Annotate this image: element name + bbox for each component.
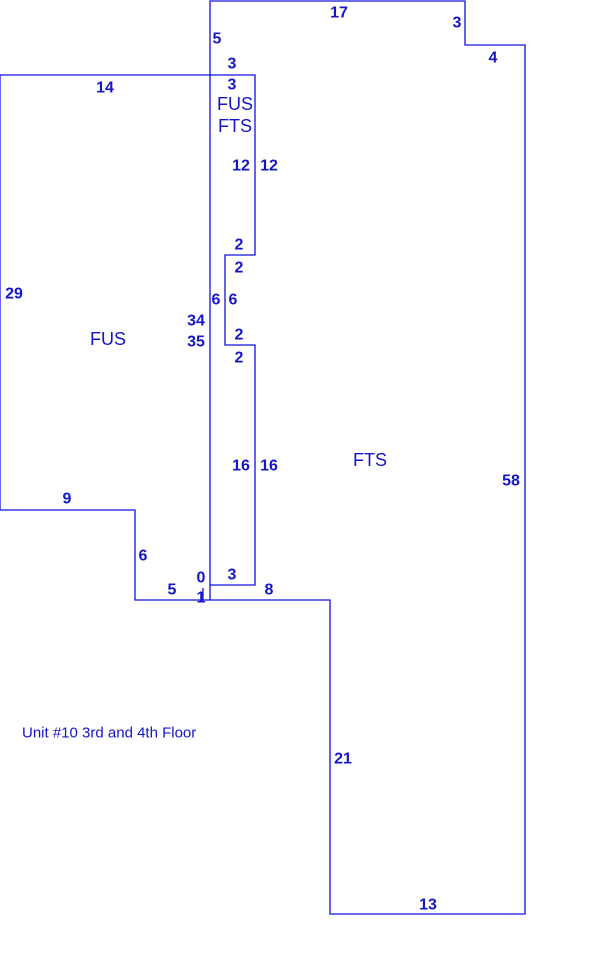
dim-label: 2 <box>235 327 244 344</box>
area-label-fus-strip: FUS <box>217 94 253 114</box>
fus-outline <box>0 74 210 601</box>
dim-label: 14 <box>96 80 114 97</box>
dim-label: 6 <box>212 292 221 309</box>
dim-label: 5 <box>213 31 222 48</box>
dim-label: 13 <box>419 897 437 914</box>
dim-label: 0 <box>197 570 206 587</box>
dim-label: 2 <box>235 260 244 277</box>
dim-label: 2 <box>235 350 244 367</box>
dim-label: 34 <box>187 313 205 330</box>
dim-label: 12 <box>260 158 278 175</box>
strip-outline <box>210 74 256 586</box>
sketch-title: Unit #10 3rd and 4th Floor <box>22 725 196 742</box>
dim-label: 1 <box>197 590 206 607</box>
dim-label: 6 <box>139 548 148 565</box>
dim-label: 5 <box>168 582 177 599</box>
area-label-fts-strip: FTS <box>218 116 252 136</box>
dim-label: 29 <box>5 286 23 303</box>
dim-label: 9 <box>63 491 72 508</box>
dim-label: 3 <box>228 77 237 94</box>
dim-label: 2 <box>235 237 244 254</box>
dim-label: 17 <box>330 5 348 22</box>
area-label-fts: FTS <box>353 450 387 470</box>
dim-label: 3 <box>228 567 237 584</box>
fts-outline <box>209 0 526 915</box>
dim-label: 3 <box>228 56 237 73</box>
area-label-fus: FUS <box>90 329 126 349</box>
dim-label: 16 <box>232 458 250 475</box>
dim-label: 8 <box>265 582 274 599</box>
dim-label: 16 <box>260 458 278 475</box>
dim-label: 58 <box>502 473 520 490</box>
dim-label: 12 <box>232 158 250 175</box>
dim-label: 4 <box>489 50 498 67</box>
dim-label: 6 <box>229 292 238 309</box>
dim-label: 21 <box>334 751 352 768</box>
dim-label: 35 <box>187 334 205 351</box>
dim-label: 3 <box>453 15 462 32</box>
